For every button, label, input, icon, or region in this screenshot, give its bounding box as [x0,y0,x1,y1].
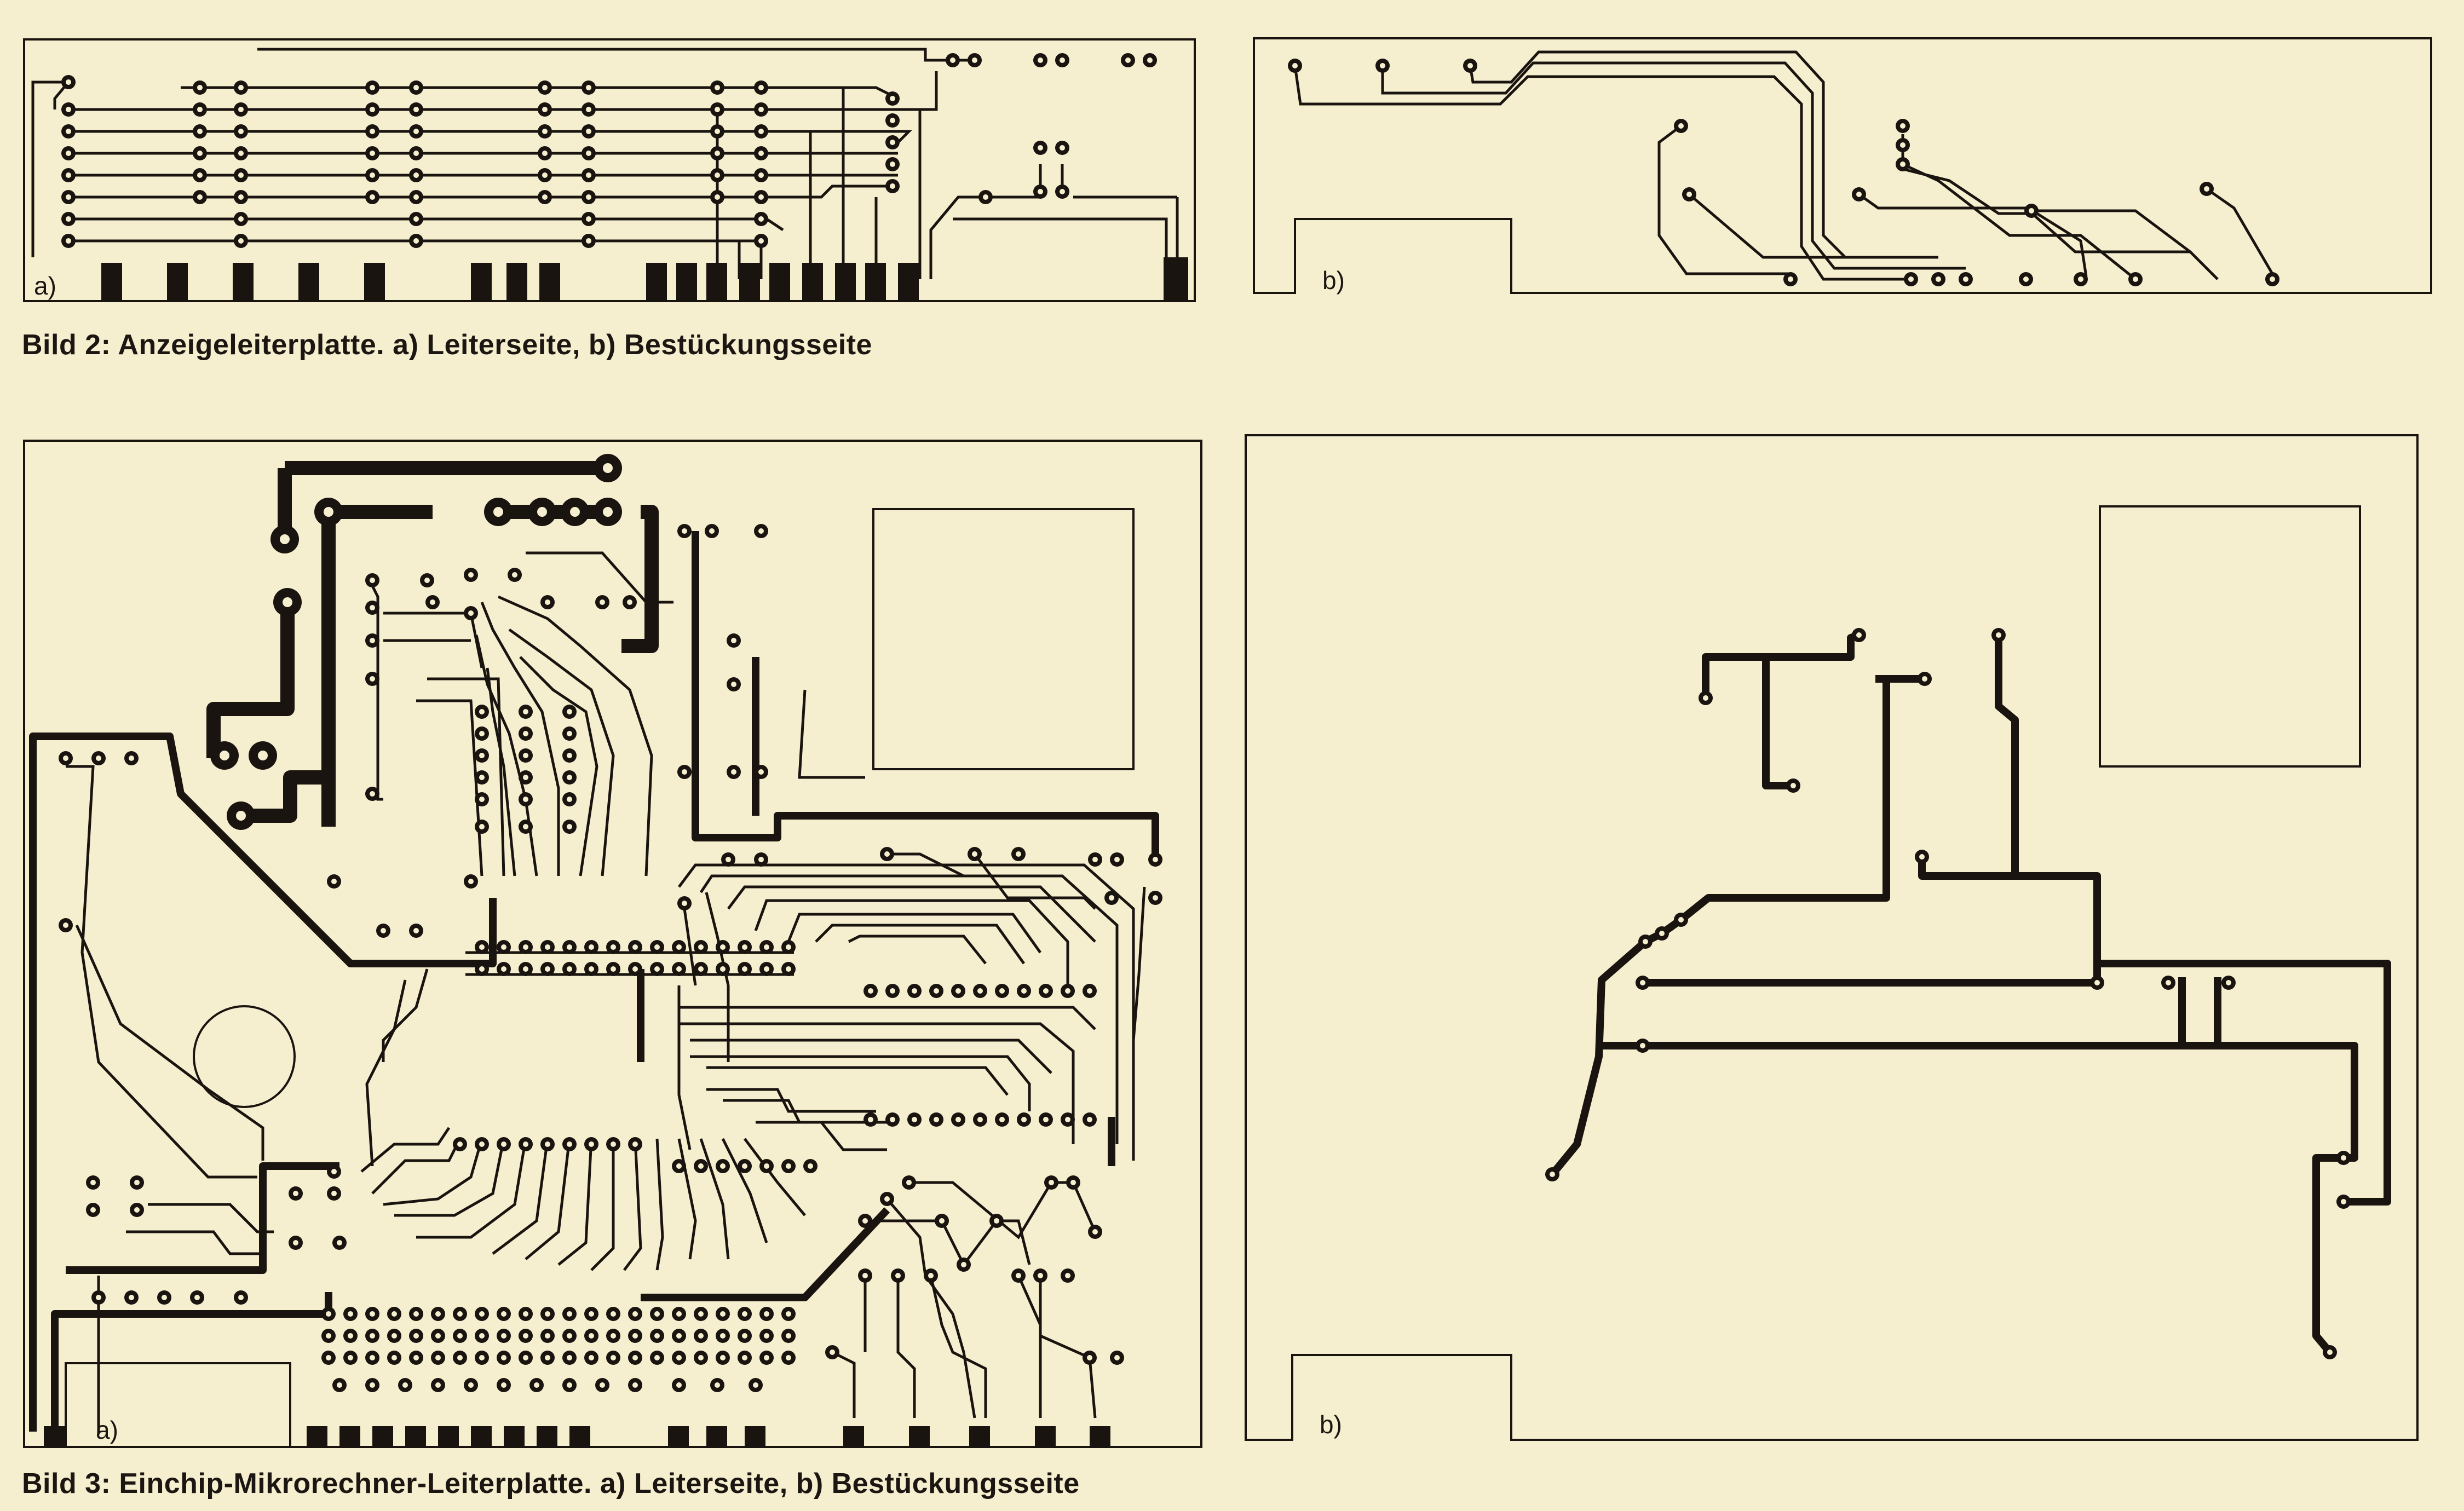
bild3-a-edge-contacts [44,1426,1110,1447]
bild3-board-b [1245,434,2419,1441]
bild2-a-outline [23,38,1196,302]
bild3-a-power-traces [206,461,659,827]
bild3-a-notch [65,1362,291,1447]
bild2-b-traces [1293,50,2274,281]
bild3-a-mounting-circle [193,1005,296,1108]
bild3-board-a [23,440,1202,1448]
bild3-a-misc-pads [59,524,1162,1392]
bild3-panel-b-label: b) [1320,1410,1342,1439]
bild3-b-cutout-window [2099,505,2361,768]
bild2-b-outline [1253,37,2432,294]
bild3-a-signal-traces [66,551,1146,1434]
bild2-board-b [1253,37,2432,294]
bild2-board-a [23,38,1196,302]
bild2-a-edge-contacts [101,257,1188,301]
bild3-a-cutout-window [872,508,1135,770]
bild3-caption: Bild 3: Einchip-Mikrorechner-Leiterplatt… [22,1468,1080,1500]
bild2-caption: Bild 2: Anzeigeleiterplatte. a) Leiterse… [22,329,872,361]
bild2-panel-b-label: b) [1322,266,1345,295]
bild3-panel-a-label: a) [96,1416,118,1444]
bild2-panel-a-label: a) [34,272,56,300]
bild3-a-bus-traces [29,531,1159,1432]
bild3-b-pads [1545,628,2351,1359]
bild3-a-outline [23,440,1202,1448]
bild3-b-outline [1245,434,2419,1441]
bild3-b-traces [1549,631,2391,1355]
